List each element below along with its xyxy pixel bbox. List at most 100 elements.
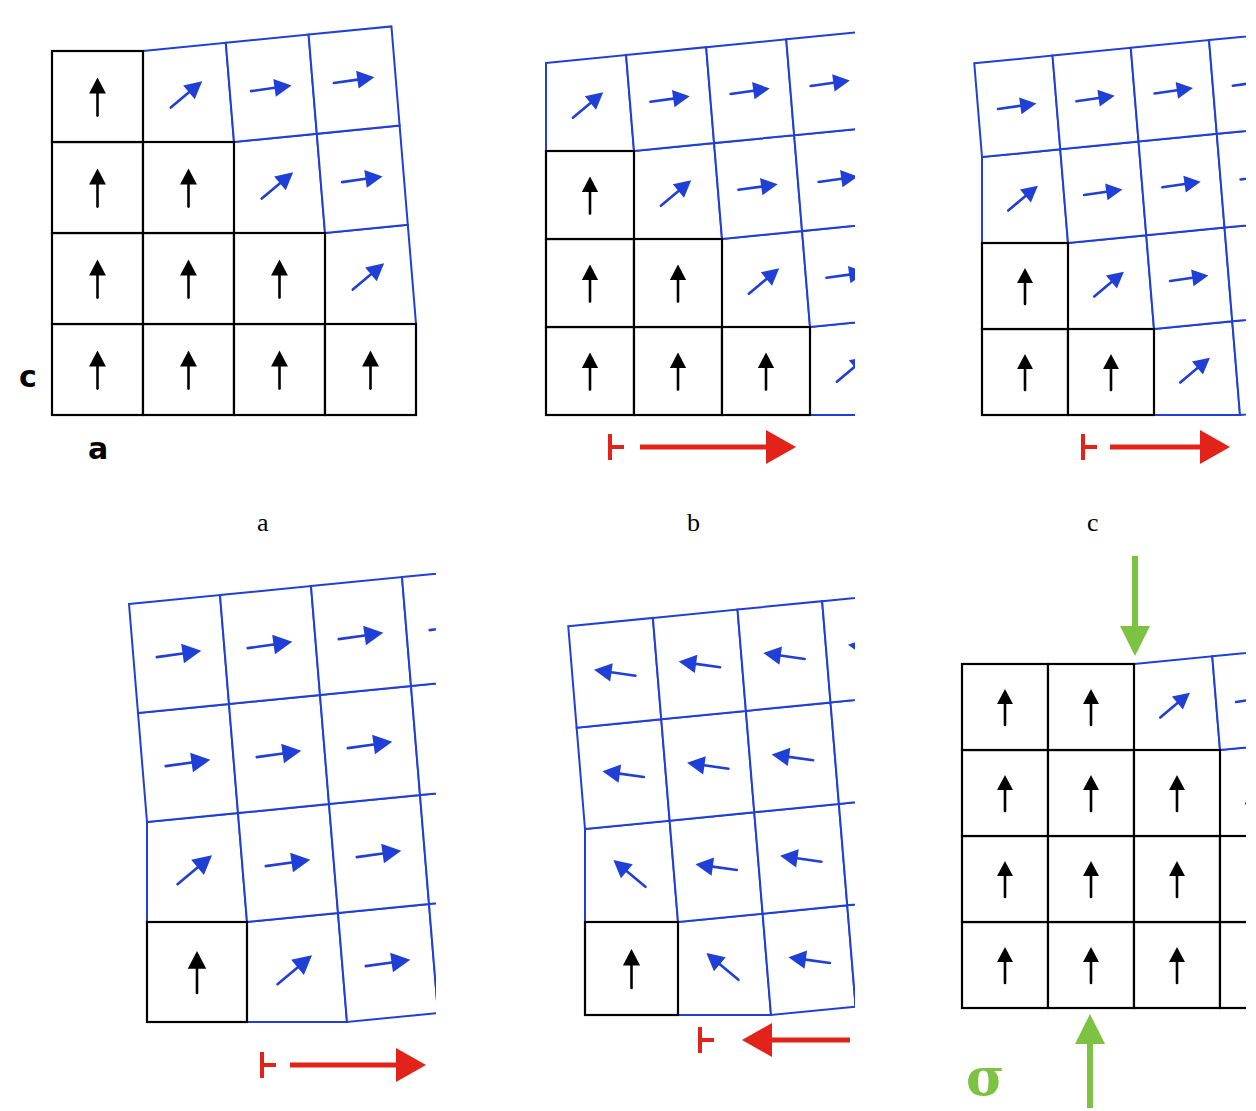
twinned-cell [338, 904, 436, 1022]
unit-cell [52, 324, 143, 415]
unit-cell [546, 327, 634, 415]
dislocation-marker [700, 1023, 850, 1057]
polarization-arrow-head [602, 765, 621, 783]
twinned-cell [238, 804, 338, 922]
motion-arrow-head [742, 1023, 772, 1057]
twinned-cell [143, 43, 234, 142]
motion-arrow-head [766, 430, 796, 464]
unit-cell [1220, 836, 1246, 922]
unit-cell [982, 329, 1068, 415]
twinned-domain [143, 26, 416, 324]
motion-arrow-shaft [1110, 445, 1202, 450]
polarization-arrow-shaft [257, 753, 285, 757]
polarization-arrow-shaft [589, 366, 592, 389]
twinned-cell [226, 35, 317, 142]
polarization-arrow-head [183, 81, 202, 99]
polarization-arrow-head [364, 170, 382, 188]
polarization-arrow-shaft [357, 853, 385, 857]
polarization-arrow-head [679, 655, 698, 673]
stress-arrow-head [1120, 626, 1150, 656]
twinned-cell [138, 704, 238, 822]
crystal-panel [568, 593, 855, 1015]
twinned-cell [982, 149, 1068, 243]
polarization-arrow-shaft [589, 278, 592, 301]
polarization-arrow-shaft [366, 962, 394, 966]
crystal-panel [962, 649, 1246, 1008]
twinned-cell [810, 319, 855, 415]
parent-domain [982, 243, 1154, 415]
polarization-arrow-head [190, 753, 210, 773]
stress-arrow-shaft [1087, 1042, 1093, 1108]
polarization-arrow-head [89, 259, 106, 275]
dislocation-symbol [610, 445, 624, 449]
polarization-arrow-shaft [187, 364, 190, 388]
stress-label: σ [966, 1046, 1004, 1107]
parent-domain [546, 151, 810, 415]
twinned-cell [1232, 314, 1246, 415]
polarization-arrow-head [752, 82, 770, 99]
polarization-arrow-shaft [625, 870, 645, 887]
twinned-cell [1146, 228, 1232, 329]
polarization-arrow-shaft [1090, 874, 1093, 897]
polarization-arrow-head [1083, 689, 1099, 704]
unit-cell [1220, 922, 1246, 1008]
twinned-cell [794, 127, 855, 231]
polarization-arrow-head [271, 259, 288, 275]
twinned-cell [802, 223, 855, 327]
parent-domain [147, 922, 247, 1022]
twinned-cell [1068, 235, 1154, 329]
twinned-cell [309, 26, 400, 133]
polarization-arrow-shaft [837, 366, 855, 382]
unit-cell [546, 239, 634, 327]
twinned-cell [831, 694, 855, 804]
polarization-arrow-shaft [738, 186, 763, 189]
twinned-cell [661, 711, 754, 821]
polarization-arrow-head [763, 646, 782, 664]
polarization-arrow-head [1083, 861, 1099, 876]
twinned-domain [568, 593, 855, 1015]
polarization-arrow-shaft [166, 762, 194, 766]
polarization-arrow-shaft [589, 190, 592, 213]
polarization-arrow-shaft [1004, 788, 1007, 811]
twinned-cell [411, 677, 436, 795]
polarization-arrow-shaft [1110, 367, 1113, 390]
parent-domain [585, 922, 678, 1015]
polarization-arrow-shaft [811, 83, 836, 86]
polarization-arrow-shaft [1176, 788, 1179, 811]
twinned-cell [1154, 321, 1240, 415]
unit-cell [234, 324, 325, 415]
polarization-arrow-shaft [1160, 702, 1179, 718]
polarization-arrow-shaft [342, 179, 368, 183]
polarization-arrow-head [291, 955, 312, 975]
twinned-cell [653, 610, 746, 720]
twinned-cell [247, 913, 347, 1022]
polarization-arrow-shaft [96, 91, 99, 115]
polarization-arrow-head [772, 748, 791, 766]
polarization-arrow-shaft [278, 966, 300, 984]
twinned-cell [1139, 134, 1225, 235]
polarization-arrow-shaft [1004, 960, 1007, 983]
polarization-arrow-shaft [1176, 874, 1179, 897]
polarization-arrow-head [1017, 354, 1033, 369]
unit-cell [52, 51, 143, 142]
polarization-arrow-shaft [178, 866, 200, 884]
polarization-arrow-head [272, 635, 292, 655]
stress-arrow-shaft [1132, 556, 1138, 628]
polarization-arrow-head [365, 263, 384, 281]
polarization-arrow-shaft [609, 672, 635, 676]
polarization-arrow-head [673, 180, 691, 197]
polarization-arrow-head [997, 861, 1013, 876]
unit-cell [546, 151, 634, 239]
polarization-arrow-shaft [826, 274, 851, 277]
polarization-arrow-shaft [251, 88, 277, 92]
polarization-arrow-shaft [702, 765, 728, 769]
axis-label: c [19, 359, 37, 394]
polarization-arrow-shaft [187, 182, 190, 206]
twinned-cell [754, 804, 847, 914]
polarization-arrow-shaft [1233, 82, 1246, 85]
polarization-arrow-head [761, 268, 779, 285]
polarization-arrow-head [1097, 90, 1114, 107]
motion-arrow-shaft [640, 445, 768, 450]
twinned-cell [634, 143, 722, 239]
